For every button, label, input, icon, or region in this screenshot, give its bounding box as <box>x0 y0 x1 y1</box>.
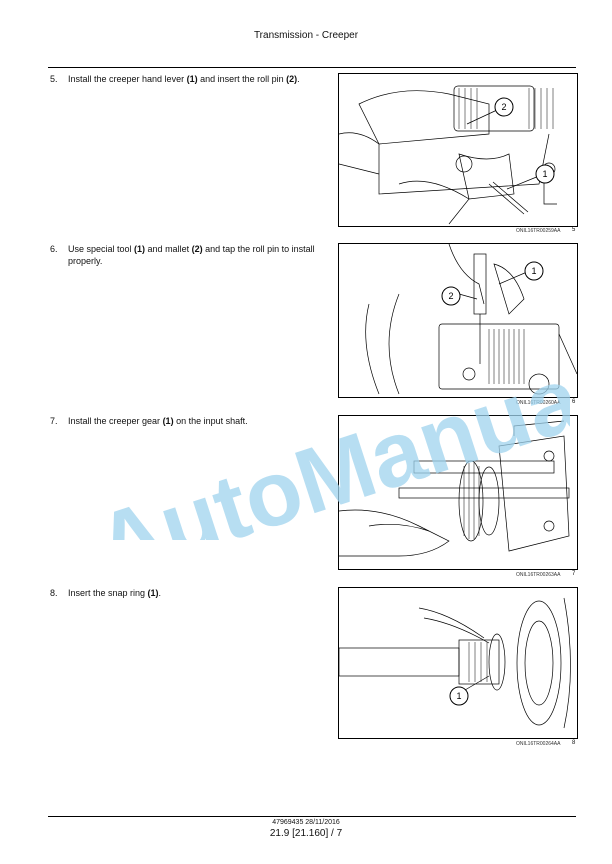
figure-7-illustration <box>339 420 570 557</box>
figure-code: ONIL16TR00264AA <box>516 741 561 747</box>
page-title: Transmission - Creeper <box>253 30 359 41</box>
text-run: Install the creeper hand lever <box>68 74 187 84</box>
figure-8-illustration: 1 <box>339 597 571 729</box>
reference-number: (1) <box>162 416 174 426</box>
figure-5-illustration: 2 1 <box>339 85 557 225</box>
text-run: Install the creeper gear <box>68 416 163 426</box>
reference-number: (1) <box>147 588 159 598</box>
figure-8: 1 <box>338 587 578 739</box>
step-number: 5. <box>50 74 58 84</box>
figure-5: 2 1 <box>338 73 578 227</box>
step-text: Insert the snap ring (1). <box>68 587 326 599</box>
figure-number: 6 <box>572 399 576 405</box>
figure-code: ONIL16TR00259AA <box>516 228 561 234</box>
callout-label: 2 <box>448 291 453 301</box>
callout-label: 1 <box>542 169 547 179</box>
callout-label: 1 <box>531 266 536 276</box>
reference-number: (1) <box>186 74 198 84</box>
reference-number: (2) <box>286 74 298 84</box>
text-run: and insert the roll pin <box>197 74 287 84</box>
text-run: and mallet <box>145 244 192 254</box>
callout-label: 1 <box>456 691 461 701</box>
footer-doc-ref: 47969435 28/11/2016 <box>272 819 340 826</box>
step-text: Use special tool (1) and mallet (2) and … <box>68 243 326 267</box>
figure-number: 8 <box>572 740 576 746</box>
step-number: 6. <box>50 244 58 254</box>
text-run: Use special tool <box>68 244 135 254</box>
figure-number: 7 <box>572 571 576 577</box>
footer-rule <box>48 816 576 817</box>
reference-number: (2) <box>191 244 203 254</box>
figure-code: ONIL16TR00260AA <box>516 400 561 406</box>
figure-number: 5 <box>572 227 576 233</box>
text-run: and tap the roll pin to install properly… <box>68 244 315 266</box>
text-run: . <box>297 74 300 84</box>
text-run: . <box>158 588 162 598</box>
text-run: Insert the snap ring <box>68 588 148 598</box>
header-rule <box>48 67 576 68</box>
figure-code: ONIL16TR00263AA <box>516 572 561 578</box>
callout-label: 2 <box>501 102 506 112</box>
step-text: Install the creeper hand lever (1) and i… <box>68 73 326 85</box>
figure-7 <box>338 415 578 570</box>
reference-number: (1) <box>134 244 146 254</box>
footer-page-ref: 21.9 [21.160] / 7 <box>269 828 343 839</box>
figure-6: 1 2 <box>338 243 578 398</box>
step-number: 7. <box>50 416 58 426</box>
figure-6-illustration: 1 2 <box>365 244 577 395</box>
step-text: Install the creeper gear (1) on the inpu… <box>68 415 326 427</box>
text-run: on the input shaft. <box>173 416 248 426</box>
step-number: 8. <box>50 588 58 598</box>
